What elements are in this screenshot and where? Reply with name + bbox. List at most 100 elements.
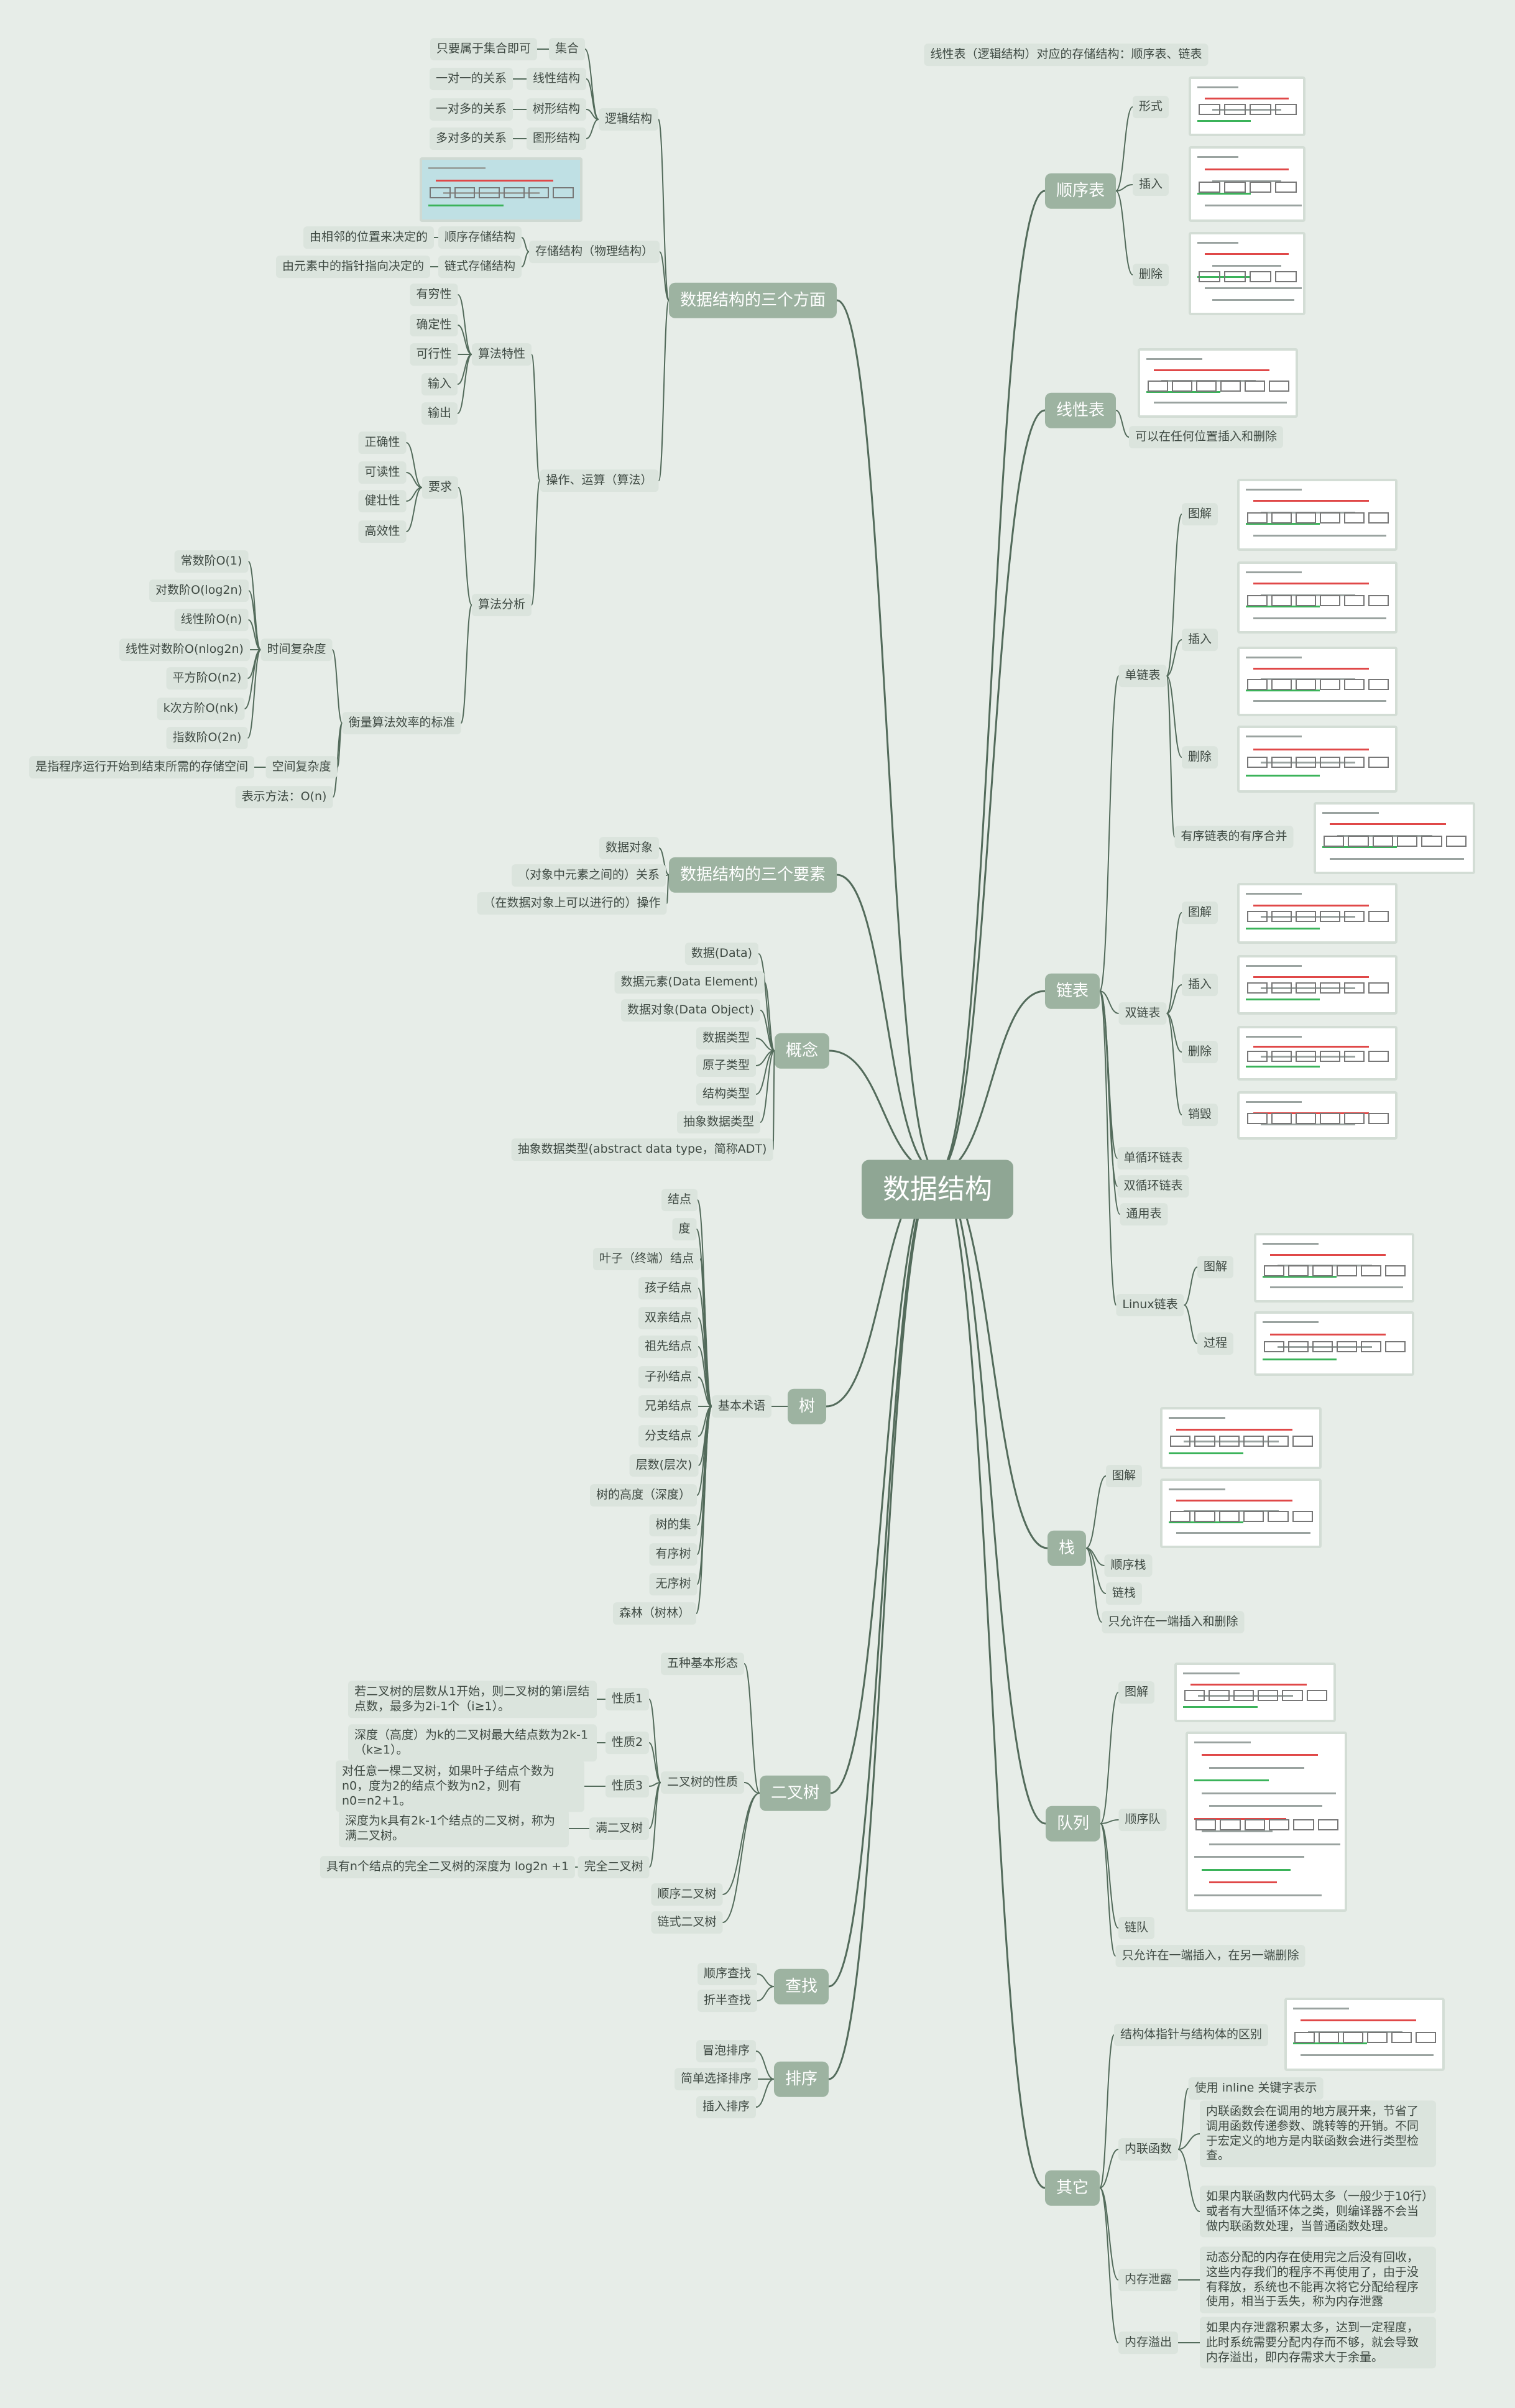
node-left-three_aspects-ops-features-items-2[interactable]: 可行性 [410, 343, 458, 366]
node-left-concepts-items-7[interactable]: 抽象数据类型(abstract data type，简称ADT) [511, 1138, 773, 1161]
node-right-misc-label[interactable]: 其它 [1044, 2170, 1100, 2206]
node-right-linked-double-items-0[interactable]: 图解 [1181, 902, 1218, 924]
node-right-linked-double-items-3[interactable]: 销毁 [1181, 1104, 1218, 1126]
node-right-stack-label[interactable]: 栈 [1047, 1530, 1087, 1566]
node-left-three_aspects-logical-items-2-name[interactable]: 树形结构 [526, 98, 587, 121]
node-left-three_aspects-storage-items-1-name[interactable]: 链式存储结构 [438, 256, 522, 278]
node-left-tree-terms-items-1[interactable]: 度 [672, 1218, 697, 1240]
node-left-tree-terms-items-0[interactable]: 结点 [661, 1189, 698, 1211]
node-left-three_aspects-ops-analysis-measure-label[interactable]: 衡量算法效率的标准 [342, 712, 461, 734]
node-left-three_aspects-ops-analysis-req-items-0[interactable]: 正确性 [358, 431, 407, 454]
node-right-linear-label[interactable]: 线性表 [1044, 392, 1117, 428]
node-left-tree-terms-items-11[interactable]: 树的集 [649, 1514, 698, 1536]
node-left-three_elements-items-1[interactable]: （对象中元素之间的）关系 [511, 864, 666, 887]
node-left-tree-terms-items-5[interactable]: 祖先结点 [638, 1335, 699, 1358]
node-left-three_aspects-logical-items-0-desc[interactable]: 只要属于集合即可 [430, 38, 538, 60]
node-left-search-label[interactable]: 查找 [773, 1968, 829, 2004]
node-left-sort-items-0[interactable]: 冒泡排序 [696, 2040, 757, 2062]
node-left-three_aspects-logical-items-3-desc[interactable]: 多对多的关系 [429, 127, 513, 150]
node-right-seqlist-label[interactable]: 顺序表 [1044, 173, 1117, 209]
node-left-three_aspects-ops-analysis-label[interactable]: 算法分析 [471, 594, 532, 616]
node-right-queue-items-2[interactable]: 链队 [1118, 1917, 1155, 1939]
node-left-search-items-0[interactable]: 顺序查找 [697, 1963, 758, 1985]
node-left-binary_tree-props-items-4-desc[interactable]: 具有n个结点的完全二叉树的深度为 log2n +1 [320, 1856, 576, 1878]
node-right-misc-inline-label[interactable]: 内联函数 [1118, 2138, 1179, 2161]
node-left-tree-terms-label[interactable]: 基本术语 [711, 1395, 772, 1418]
node-left-binary_tree-linked[interactable]: 链式二叉树 [651, 1911, 723, 1934]
node-left-sort-items-2[interactable]: 插入排序 [696, 2096, 757, 2118]
node-left-tree-terms-items-12[interactable]: 有序树 [649, 1543, 698, 1566]
node-left-concepts-items-5[interactable]: 结构类型 [696, 1083, 757, 1105]
node-left-three_aspects-ops-analysis-measure-space-desc[interactable]: 是指程序运行开始到结束所需的存储空间 [29, 756, 255, 778]
node-left-binary_tree-props-items-3-desc[interactable]: 深度为k具有2k-1个结点的二叉树，称为满二叉树。 [339, 1810, 569, 1847]
node-left-three_aspects-storage-label[interactable]: 存储结构（物理结构） [528, 241, 660, 263]
node-left-three_aspects-ops-analysis-req-items-2[interactable]: 健壮性 [358, 490, 407, 512]
node-right-misc-leak-desc[interactable]: 动态分配的内存在使用完之后没有回收，这些内存我们的程序不再使用了，由于没有释放，… [1200, 2246, 1436, 2313]
node-root[interactable]: 数据结构 [862, 1160, 1013, 1219]
node-left-three_elements-items-2[interactable]: （在数据对象上可以进行的）操作 [477, 892, 667, 915]
node-right-misc-leak-label[interactable]: 内存泄露 [1118, 2269, 1179, 2291]
node-left-tree-terms-items-8[interactable]: 分支结点 [638, 1425, 699, 1447]
node-left-binary_tree-seq[interactable]: 顺序二叉树 [651, 1883, 723, 1906]
node-top_note[interactable]: 线性表（逻辑结构）对应的存储结构：顺序表、链表 [924, 44, 1209, 66]
node-right-linked-others-2[interactable]: 通用表 [1120, 1203, 1168, 1225]
node-left-three_aspects-logical-items-1-name[interactable]: 线性结构 [526, 68, 587, 90]
node-left-sort-items-1[interactable]: 简单选择排序 [674, 2068, 758, 2090]
node-left-three_aspects-ops-analysis-measure-time-items-0[interactable]: 常数阶O(1) [174, 550, 249, 573]
node-right-stack-items-2[interactable]: 链栈 [1105, 1582, 1143, 1605]
node-left-tree-terms-items-4[interactable]: 双亲结点 [638, 1307, 699, 1329]
node-left-three_aspects-ops-analysis-measure-time-items-3[interactable]: 线性对数阶O(nlog2n) [119, 639, 250, 661]
node-left-three_aspects-ops-analysis-measure-notation[interactable]: 表示方法：O(n) [235, 786, 333, 808]
node-left-three_aspects-logical-label[interactable]: 逻辑结构 [598, 108, 659, 131]
node-right-seqlist-items-0[interactable]: 形式 [1132, 96, 1169, 118]
node-left-three_aspects-ops-features-items-1[interactable]: 确定性 [410, 314, 458, 336]
node-left-binary_tree-props-items-4-name[interactable]: 完全二叉树 [578, 1856, 650, 1878]
node-right-linked-single-items-1[interactable]: 插入 [1181, 629, 1218, 651]
node-left-three_aspects-ops-features-items-0[interactable]: 有穷性 [410, 284, 458, 306]
node-left-three_aspects-ops-label[interactable]: 操作、运算（算法） [540, 469, 659, 492]
node-right-misc-overflow-label[interactable]: 内存溢出 [1118, 2332, 1179, 2354]
node-left-binary_tree-props-items-0-name[interactable]: 性质1 [605, 1688, 650, 1710]
node-left-three_aspects-logical-items-2-desc[interactable]: 一对多的关系 [429, 98, 513, 121]
node-left-three_aspects-storage-items-1-desc[interactable]: 由元素中的指针指向决定的 [275, 256, 431, 278]
node-left-tree-terms-items-9[interactable]: 层数(层次) [629, 1454, 699, 1477]
node-right-linked-single-items-3[interactable]: 有序链表的有序合并 [1174, 826, 1294, 848]
node-left-three_aspects-ops-features-items-3[interactable]: 输入 [421, 373, 458, 395]
node-left-three_aspects-storage-items-0-name[interactable]: 顺序存储结构 [438, 226, 522, 249]
node-left-binary_tree-props-items-1-name[interactable]: 性质2 [605, 1732, 650, 1754]
node-right-linked-linux-items-0[interactable]: 图解 [1197, 1256, 1234, 1278]
node-left-binary_tree-props-items-1-desc[interactable]: 深度（高度）为k的二叉树最大结点数为2k-1（k≥1）。 [348, 1724, 597, 1761]
node-left-three_elements-items-0[interactable]: 数据对象 [599, 837, 660, 859]
node-left-binary_tree-props-items-2-name[interactable]: 性质3 [605, 1775, 650, 1797]
node-left-three_aspects-storage-items-0-desc[interactable]: 由相邻的位置来决定的 [303, 226, 435, 249]
node-left-three_aspects-ops-analysis-measure-time-items-5[interactable]: k次方阶O(nk) [157, 698, 245, 720]
node-right-misc-struct_ptr[interactable]: 结构体指针与结构体的区别 [1113, 2024, 1269, 2046]
node-right-linked-single-label[interactable]: 单链表 [1118, 665, 1167, 687]
node-right-linked-single-items-0[interactable]: 图解 [1181, 503, 1218, 525]
node-left-three_aspects-ops-analysis-measure-time-items-4[interactable]: 平方阶O(n2) [166, 667, 248, 690]
node-left-three_aspects-logical-items-1-desc[interactable]: 一对一的关系 [429, 68, 513, 90]
node-left-three_aspects-ops-analysis-req-items-1[interactable]: 可读性 [358, 461, 407, 484]
node-left-three_aspects-ops-analysis-measure-time-items-2[interactable]: 线性阶O(n) [174, 609, 249, 631]
node-left-concepts-items-4[interactable]: 原子类型 [696, 1054, 757, 1077]
node-left-three_aspects-ops-features-label[interactable]: 算法特性 [471, 343, 532, 366]
node-left-tree-terms-items-14[interactable]: 森林（树林） [612, 1602, 697, 1625]
node-left-binary_tree-props-label[interactable]: 二叉树的性质 [660, 1771, 745, 1794]
node-left-three_aspects-logical-items-3-name[interactable]: 图形结构 [526, 127, 587, 150]
node-left-three_elements-label[interactable]: 数据结构的三个要素 [668, 857, 837, 893]
node-left-binary_tree-props-items-3-name[interactable]: 满二叉树 [589, 1817, 650, 1840]
node-right-misc-inline-items-2[interactable]: 如果内联函数内代码太多（一般少于10行）或者有大型循环体之类，则编译器不会当做内… [1200, 2185, 1436, 2238]
node-left-binary_tree-label[interactable]: 二叉树 [759, 1775, 831, 1811]
node-left-binary_tree-props-items-0-desc[interactable]: 若二叉树的层数从1开始，则二叉树的第i层结点数，最多为2i-1个（i≥1）。 [348, 1681, 597, 1718]
node-left-concepts-items-0[interactable]: 数据(Data) [684, 943, 759, 965]
node-right-linked-linux-label[interactable]: Linux链表 [1116, 1294, 1184, 1316]
node-right-linked-others-1[interactable]: 双循环链表 [1117, 1175, 1189, 1197]
node-left-concepts-label[interactable]: 概念 [774, 1033, 830, 1069]
node-left-concepts-items-2[interactable]: 数据对象(Data Object) [620, 999, 761, 1022]
node-right-stack-items-1[interactable]: 顺序栈 [1104, 1554, 1153, 1577]
node-right-seqlist-items-2[interactable]: 删除 [1132, 264, 1169, 286]
node-left-three_aspects-ops-analysis-measure-space-label[interactable]: 空间复杂度 [265, 756, 338, 778]
node-right-queue-label[interactable]: 队列 [1045, 1806, 1101, 1842]
node-left-three_aspects-logical-items-0-name[interactable]: 集合 [548, 38, 586, 60]
node-left-three_aspects-ops-analysis-measure-time-label[interactable]: 时间复杂度 [260, 639, 333, 661]
